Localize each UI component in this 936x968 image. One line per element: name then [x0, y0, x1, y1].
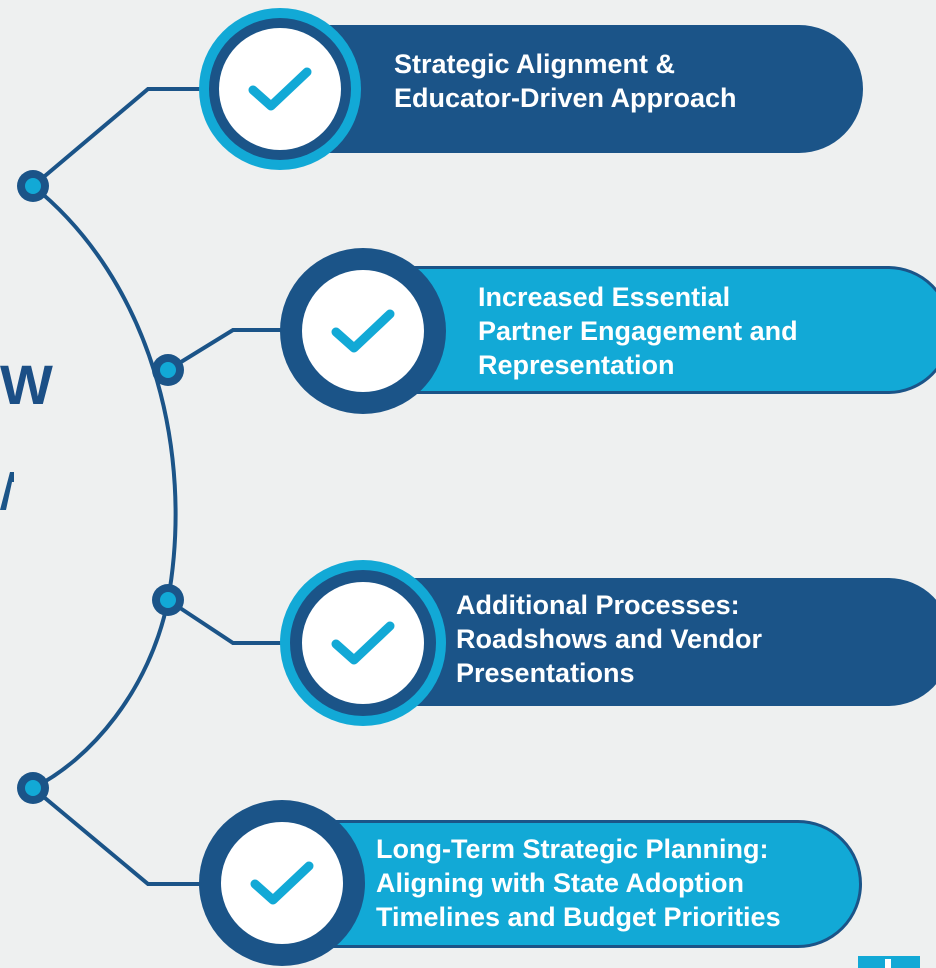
connector-node-1: [17, 170, 49, 202]
partial-heading-letter-2: [0, 472, 14, 510]
item-badge-4: [199, 800, 365, 966]
item-label-2: Increased Essential Partner Engagement a…: [478, 282, 798, 380]
item-label-1: Strategic Alignment & Educator-Driven Ap…: [394, 49, 737, 113]
check-icon: [331, 621, 395, 665]
item-badge-1: [199, 8, 361, 170]
item-pill-2: [352, 266, 936, 394]
item-pill-3: [352, 578, 936, 706]
check-icon: [248, 67, 312, 111]
partial-heading-letter: W: [0, 353, 54, 416]
branch-line-2: [166, 328, 300, 372]
item-pill-1: [265, 25, 863, 153]
item-badge-2: [280, 248, 446, 414]
connector-node-4: [17, 772, 49, 804]
connector-node-2: [152, 354, 184, 386]
connector-node-3: [152, 584, 184, 616]
branch-line-3: [166, 598, 300, 645]
item-label-4: Long-Term Strategic Planning: Aligning w…: [376, 834, 781, 932]
item-pill-4: [270, 820, 862, 948]
item-label-3: Additional Processes: Roadshows and Vend…: [456, 590, 763, 688]
check-icon: [331, 309, 395, 353]
item-badge-3: [280, 560, 446, 726]
check-icon: [250, 861, 314, 905]
page-corner-marker: [858, 956, 920, 968]
